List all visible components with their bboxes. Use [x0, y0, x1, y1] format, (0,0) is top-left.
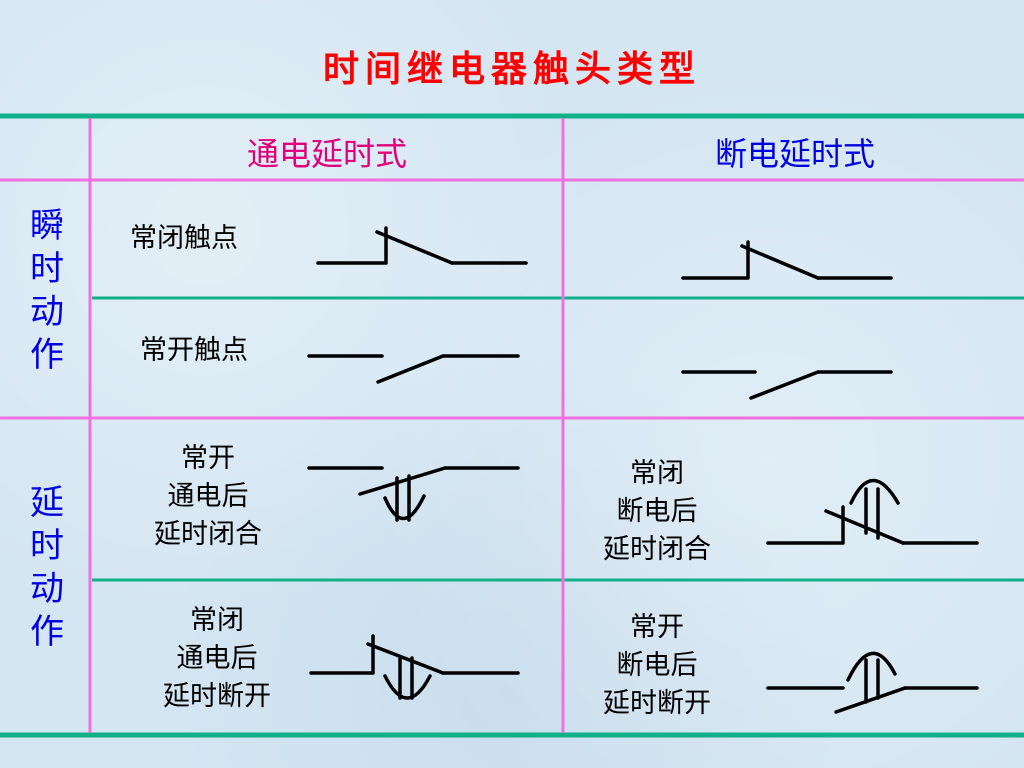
- off-delay-no-contact-symbol: [766, 651, 979, 714]
- off-delay-no-label: 常开 断电后 延时断开: [603, 612, 711, 719]
- instant-nc-label: 常闭触点: [130, 223, 238, 254]
- page-title: 时间继电器触头类型: [322, 49, 701, 90]
- header-on-delay: 通电延时式: [246, 135, 407, 173]
- instant-nc-contact-symbol-right: [681, 240, 893, 280]
- instant-no-contact-symbol-right: [681, 370, 893, 400]
- on-delay-nc-contact-symbol: [309, 634, 520, 700]
- instant-no-label: 常开触点: [140, 335, 248, 366]
- row-label-instant: 瞬 时 动 作: [30, 206, 64, 375]
- off-delay-nc-contact-symbol: [766, 478, 979, 545]
- instant-nc-contact-symbol-left: [316, 226, 528, 265]
- row-label-delayed: 延 时 动 作: [30, 483, 64, 652]
- on-delay-no-contact-symbol: [307, 466, 520, 522]
- on-delay-nc-label: 常闭 通电后 延时断开: [163, 605, 271, 712]
- off-delay-nc-label: 常闭 断电后 延时闭合: [603, 458, 711, 565]
- instant-no-contact-symbol-left: [307, 354, 520, 384]
- on-delay-no-label: 常开 通电后 延时闭合: [154, 443, 262, 550]
- header-off-delay: 断电延时式: [714, 135, 875, 173]
